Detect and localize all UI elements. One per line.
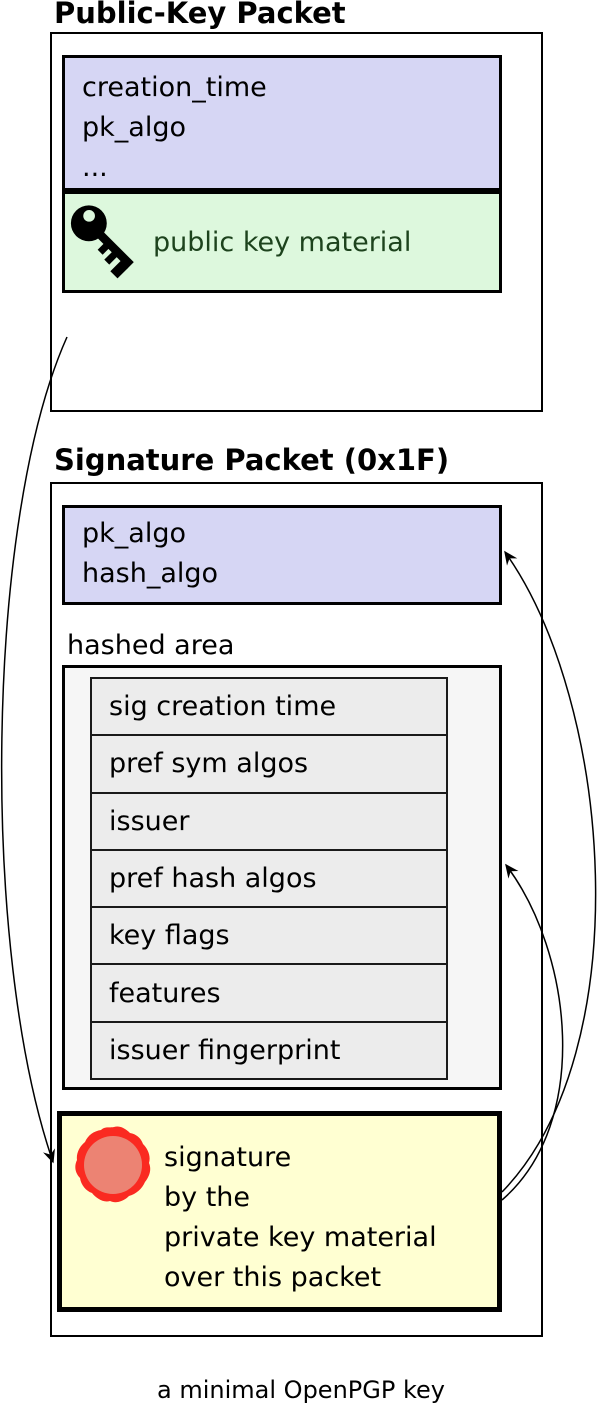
signature-line: by the: [164, 1182, 251, 1213]
public-key-packet-title: Public-Key Packet: [54, 0, 346, 30]
subpacket-pref-sym-algos: pref sym algos: [92, 736, 446, 794]
signature-fields-box: pk_algo hash_algo: [62, 505, 502, 605]
hashed-subpacket-table: sig creation time pref sym algos issuer …: [90, 677, 448, 1080]
subpacket-sig-creation-time: sig creation time: [92, 679, 446, 737]
diagram-caption: a minimal OpenPGP key: [157, 1376, 445, 1404]
signature-line: signature: [164, 1142, 292, 1173]
public-key-fields-box: creation_time pk_algo ...: [62, 55, 502, 191]
subpacket-issuer-fingerprint: issuer fingerprint: [92, 1022, 446, 1078]
signature-line: private key material: [164, 1222, 437, 1253]
seal-icon: [75, 1126, 151, 1203]
signature-description: signature by the private key material ov…: [62, 1116, 497, 1298]
subpacket-pref-hash-algos: pref hash algos: [92, 850, 446, 909]
subpacket-key-flags: key flags: [92, 908, 446, 966]
signature-value-box: signature by the private key material ov…: [57, 1111, 502, 1312]
field-ellipsis: ...: [82, 152, 108, 183]
hashed-area-label: hashed area: [67, 630, 235, 661]
field-pk-algo: pk_algo: [82, 112, 186, 143]
public-key-material-box: public key material: [62, 191, 502, 293]
subpacket-issuer: issuer: [92, 793, 446, 851]
field-hash-algo: hash_algo: [82, 558, 219, 589]
signature-line: over this packet: [164, 1262, 382, 1293]
field-creation-time: creation_time: [82, 72, 267, 103]
field-pk-algo: pk_algo: [82, 518, 186, 549]
subpacket-features: features: [92, 965, 446, 1023]
hashed-area-box: sig creation time pref sym algos issuer …: [62, 665, 502, 1090]
signature-packet-title: Signature Packet (0x1F): [54, 443, 450, 477]
public-key-material-label: public key material: [153, 226, 412, 258]
public-key-packet-box: creation_time pk_algo ... public key mat…: [50, 32, 543, 412]
key-icon: [70, 205, 134, 279]
signature-packet-box: pk_algo hash_algo hashed area sig creati…: [50, 482, 543, 1337]
